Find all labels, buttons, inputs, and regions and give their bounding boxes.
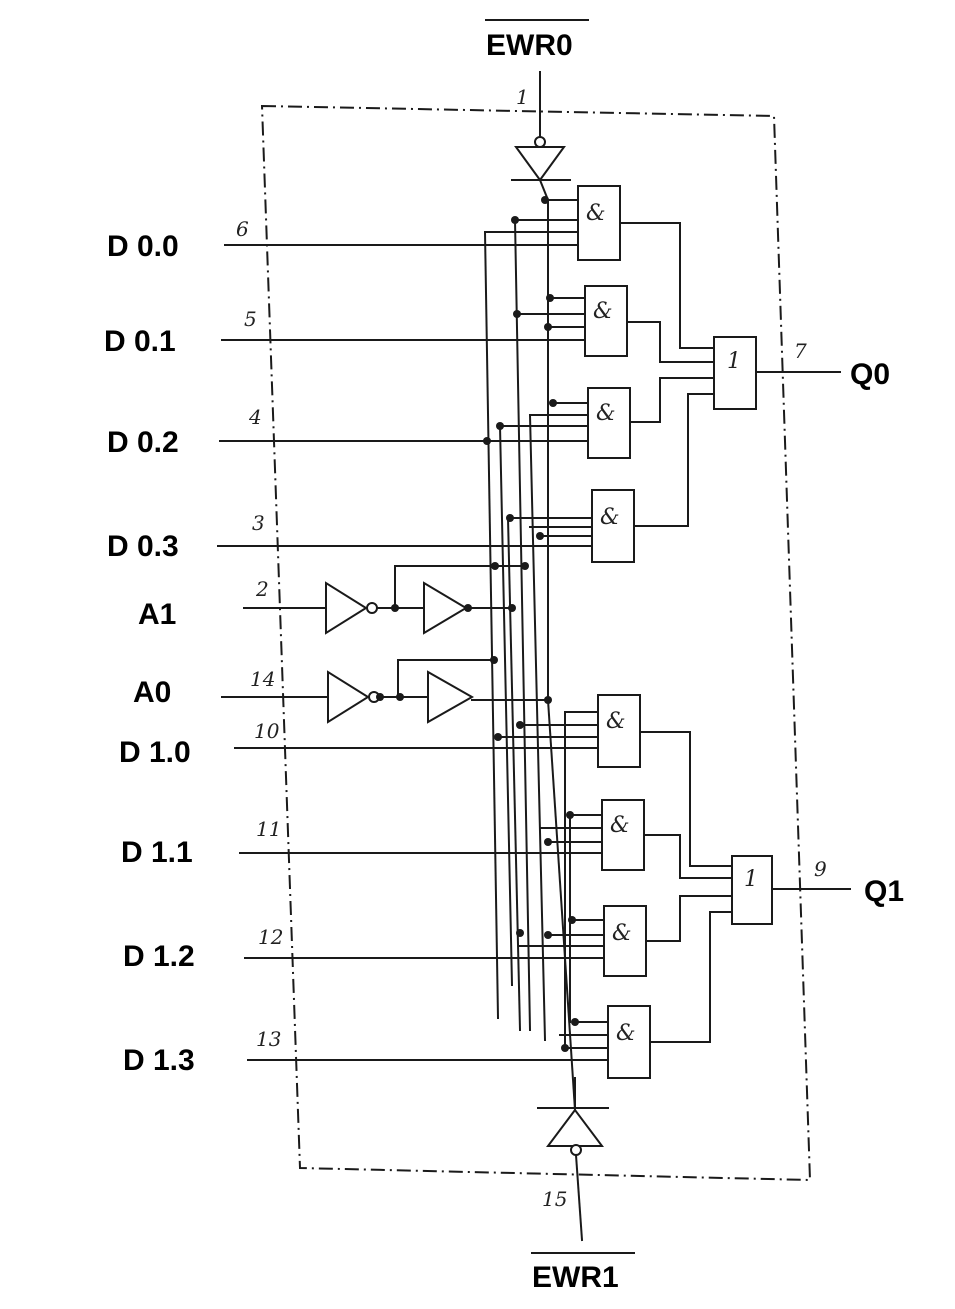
- signal-a0-label: A0: [133, 676, 171, 709]
- pin-d11: 11: [256, 817, 281, 841]
- signal-ewr1-label: EWR1: [532, 1261, 619, 1294]
- and-gate-1-2: [603, 905, 647, 977]
- svg-text:&: &: [616, 1021, 636, 1046]
- ewr0-inverter: [514, 146, 566, 182]
- package-outline: [260, 104, 812, 1182]
- pin-q0: 7: [794, 339, 807, 363]
- and-gate-0-2: [587, 387, 631, 459]
- signal-d03-label: D 0.3: [107, 530, 179, 563]
- pin-d00: 6: [236, 217, 249, 241]
- pin-d03: 3: [252, 511, 265, 535]
- pin-d01: 5: [244, 307, 257, 331]
- inverter-bubble: [534, 136, 546, 148]
- svg-text:1: 1: [744, 867, 758, 892]
- signal-d10-label: D 1.0: [119, 736, 191, 769]
- svg-text:&: &: [596, 401, 616, 426]
- pin-a0: 14: [250, 667, 275, 691]
- svg-text:&: &: [586, 201, 606, 226]
- signal-q1-label: Q1: [864, 875, 904, 908]
- and-gate-1-1: [601, 799, 645, 871]
- and-gate-1-0: [597, 694, 641, 768]
- and-gate-1-3: [607, 1005, 651, 1079]
- a1-inverter-1: [325, 581, 368, 635]
- signal-d00-label: D 0.0: [107, 230, 179, 263]
- pin-d13: 13: [256, 1027, 281, 1051]
- or-gate-q0: [713, 336, 757, 410]
- signal-q0-label: Q0: [850, 358, 890, 391]
- signal-d12-label: D 1.2: [123, 940, 195, 973]
- signal-ewr0-label: EWR0: [486, 29, 573, 62]
- pin-q1: 9: [814, 857, 827, 881]
- pin-d10: 10: [254, 719, 280, 743]
- a1-inverter-2: [423, 581, 468, 635]
- and-gate-0-3: [591, 489, 635, 563]
- signal-d02-label: D 0.2: [107, 426, 179, 459]
- pin-a1: 2: [255, 577, 269, 601]
- signal-d01-label: D 0.1: [104, 325, 176, 358]
- signal-d13-label: D 1.3: [123, 1044, 195, 1077]
- pin-d12: 12: [258, 925, 283, 949]
- pin-ewr0: 1: [516, 85, 529, 109]
- a0-inverter-2: [427, 670, 475, 724]
- and-gate-0-0: [577, 185, 621, 261]
- signal-d11-label: D 1.1: [121, 836, 193, 869]
- pin-d02: 4: [248, 405, 262, 429]
- and-gate-0-1: [584, 285, 628, 357]
- svg-text:&: &: [606, 709, 626, 734]
- svg-text:&: &: [593, 299, 613, 324]
- ewr1-inverter: [546, 1108, 604, 1147]
- svg-text:&: &: [612, 921, 632, 946]
- a0-inverter-1: [327, 670, 370, 724]
- signal-a1-label: A1: [138, 598, 176, 631]
- svg-text:1: 1: [727, 349, 741, 374]
- svg-text:&: &: [600, 505, 620, 530]
- pin-ewr1: 15: [542, 1187, 567, 1211]
- svg-text:&: &: [610, 813, 630, 838]
